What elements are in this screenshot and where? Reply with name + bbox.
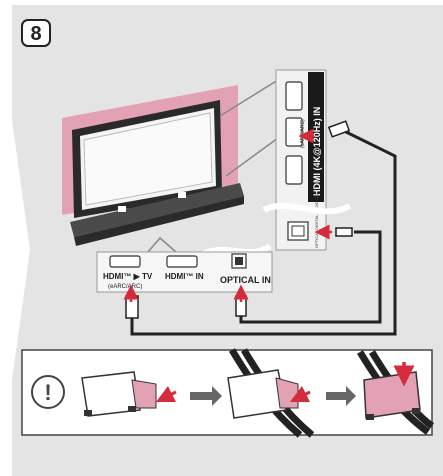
hdmi-tv-label: HDMI™ ▶ TV bbox=[103, 272, 153, 281]
hdmi-tv-sublabel: (eARC/ARC) bbox=[108, 284, 142, 290]
optical-in-label: OPTICAL IN bbox=[220, 275, 271, 285]
hdmi-in-label: HDMI™ IN bbox=[165, 272, 204, 281]
earc-small-label: (eARC/ARC) bbox=[300, 119, 306, 148]
notice-symbol: ! bbox=[44, 380, 51, 405]
hdmi-vertical-label: HDMI (4K@120Hz) IN bbox=[312, 107, 322, 196]
step-number: 8 bbox=[30, 23, 41, 45]
optical-small-label: OPTICAL DIGITAL AUDIO OUT bbox=[314, 191, 319, 248]
optical-plug-top bbox=[336, 228, 352, 236]
